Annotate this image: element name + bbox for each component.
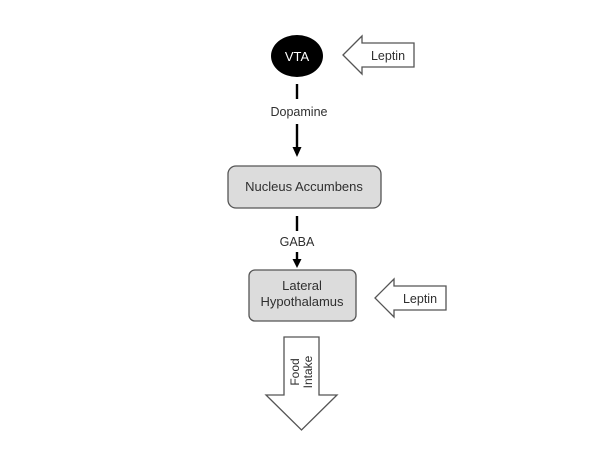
leptin-arrow-to-vta: Leptin (342, 34, 415, 76)
gaba-label: GABA (280, 235, 315, 249)
dopamine-label: Dopamine (271, 105, 328, 119)
dopamine-arrowhead (292, 147, 302, 157)
leptin-arrow-shape (342, 34, 415, 76)
lateral-hypothalamus-box (248, 269, 357, 322)
nucleus-accumbens-box (227, 165, 382, 209)
vta-ellipse (271, 35, 323, 77)
node-vta: VTA (271, 35, 323, 77)
gaba-arrowhead (292, 259, 302, 268)
leptin-arrow-to-lh: Leptin (374, 277, 447, 319)
lateral-hypothalamus-label-line1: Lateral (282, 278, 322, 293)
food-intake-arrow-shape (264, 336, 339, 431)
lateral-hypothalamus-label-line2: Hypothalamus (260, 294, 344, 309)
food-intake-arrow: Food Intake (264, 336, 339, 431)
node-nucleus-accumbens: Nucleus Accumbens (227, 165, 382, 209)
nucleus-accumbens-label: Nucleus Accumbens (245, 179, 363, 194)
leptin-label-vta: Leptin (371, 49, 405, 63)
leptin-label-lh: Leptin (403, 292, 437, 306)
food-intake-label-line1: Food (288, 358, 302, 385)
node-lateral-hypothalamus: Lateral Hypothalamus (248, 269, 357, 322)
food-intake-label-line2: Intake (301, 355, 315, 388)
vta-label: VTA (285, 49, 310, 64)
leptin-arrow-shape-lh (374, 277, 447, 319)
